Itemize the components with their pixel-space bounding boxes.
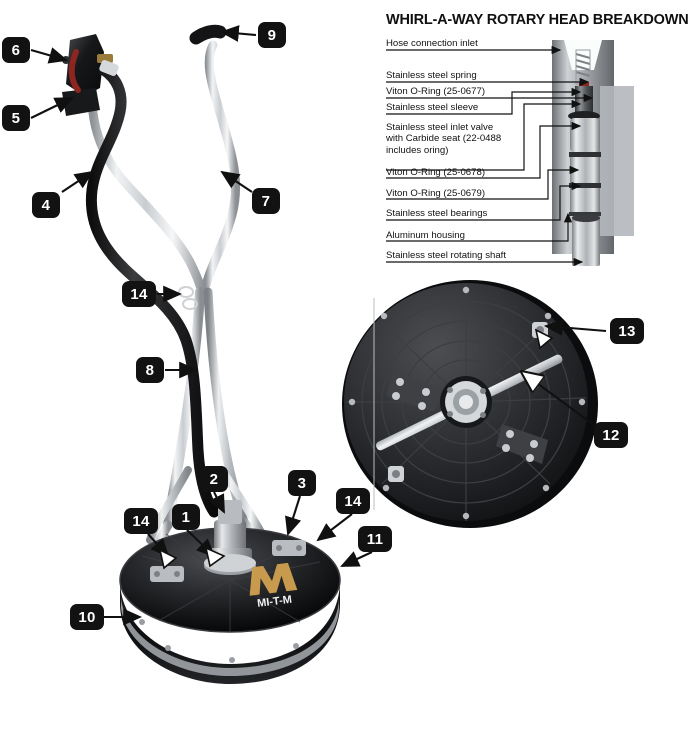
callout-13-14[interactable]: 13 bbox=[610, 318, 644, 344]
stainless-steel-spring bbox=[575, 53, 591, 77]
deck-housing: MI-T-M bbox=[119, 500, 341, 684]
callout-12-15[interactable]: 12 bbox=[594, 422, 628, 448]
leader-13 bbox=[543, 319, 607, 336]
panel-label-1: Stainless steel spring bbox=[386, 70, 477, 81]
leader-9 bbox=[219, 25, 257, 42]
panel-label-6: Viton O-Ring (25-0679) bbox=[386, 188, 486, 199]
rotating-disc-assembly bbox=[342, 280, 598, 528]
leader-7 bbox=[220, 170, 253, 193]
swivel-hub bbox=[204, 500, 256, 575]
nozzle-pad-right bbox=[496, 424, 548, 464]
panel-title: WHIRL-A-WAY ROTARY HEAD BREAKDOWN bbox=[386, 12, 689, 28]
logo-mark bbox=[249, 562, 298, 596]
hose-fitting-upper bbox=[99, 59, 119, 77]
panel-label-0: Hose connection inlet bbox=[386, 38, 478, 49]
gun-trigger bbox=[68, 49, 81, 93]
callout-2-7[interactable]: 2 bbox=[200, 466, 228, 492]
callout-10-13[interactable]: 10 bbox=[70, 604, 104, 630]
panel-label-9: Stainless steel rotating shaft bbox=[386, 250, 506, 261]
mi-t-m-logo: MI-T-M bbox=[249, 562, 298, 610]
viton-o-ring-25-0679 bbox=[569, 183, 601, 188]
nozzle-outer-lower bbox=[388, 466, 404, 482]
callout-11-12[interactable]: 11 bbox=[358, 526, 392, 552]
leader-12 bbox=[522, 372, 599, 429]
callout-14-5[interactable]: 14 bbox=[122, 281, 156, 307]
viton-o-ring-25-0678 bbox=[569, 152, 601, 157]
leader-6 bbox=[30, 47, 69, 64]
callout-7-4[interactable]: 7 bbox=[252, 188, 280, 214]
panel-label-5: Viton O-Ring (25-0678) bbox=[386, 167, 486, 178]
deck-bracket-right bbox=[272, 540, 306, 556]
logo-wordmark: MI-T-M bbox=[257, 594, 293, 610]
panel-leader-oring-0679 bbox=[386, 165, 580, 200]
deck-bracket-left bbox=[150, 566, 184, 582]
leader-11 bbox=[340, 551, 373, 567]
pointer-13 bbox=[534, 328, 554, 350]
disc-center-hub bbox=[440, 376, 492, 428]
whirl-a-way-machine-illustration: MI-T-M bbox=[57, 24, 341, 684]
handle-grip bbox=[189, 24, 227, 45]
leader-3 bbox=[285, 495, 302, 537]
panel-leader-sleeve bbox=[386, 87, 582, 115]
panel-leader-housing bbox=[386, 212, 573, 242]
rotary-head-cutaway-photo bbox=[552, 40, 634, 266]
callout-14-11[interactable]: 14 bbox=[336, 488, 370, 514]
panel-leader-bearings bbox=[386, 181, 582, 221]
callout-1-9[interactable]: 1 bbox=[172, 504, 200, 530]
nozzle-pad-left bbox=[386, 372, 442, 412]
callout-9-2[interactable]: 9 bbox=[258, 22, 286, 48]
panel-label-7: Stainless steel bearings bbox=[386, 208, 488, 219]
panel-leader-inlet-valve bbox=[386, 99, 582, 171]
callout-6-0[interactable]: 6 bbox=[2, 37, 30, 63]
leader-5 bbox=[30, 97, 74, 119]
panel-leader-oring-0678 bbox=[386, 121, 582, 179]
aluminum-housing-side bbox=[600, 86, 634, 236]
leader-4 bbox=[61, 170, 94, 193]
callout-4-3[interactable]: 4 bbox=[32, 192, 60, 218]
panel-label-3: Stainless steel sleeve bbox=[386, 102, 479, 113]
callout-5-1[interactable]: 5 bbox=[2, 105, 30, 131]
panel-label-4: Stainless steel inlet valve with Carbide… bbox=[386, 122, 502, 156]
pointer-1 bbox=[204, 546, 226, 568]
stainless-steel-bearings bbox=[570, 188, 600, 212]
pointer-14-left bbox=[158, 548, 178, 570]
callout-8-6[interactable]: 8 bbox=[136, 357, 164, 383]
rotary-head-breakdown-panel: WHIRL-A-WAY ROTARY HEAD BREAKDOWN Hose c… bbox=[386, 12, 689, 282]
handle-left-upright bbox=[87, 91, 209, 305]
callout-3-8[interactable]: 3 bbox=[288, 470, 316, 496]
panel-label-2: Viton O-Ring (25-0677) bbox=[386, 86, 486, 97]
callout-14-10[interactable]: 14 bbox=[124, 508, 158, 534]
stainless-steel-rotating-shaft bbox=[572, 216, 600, 266]
leader-14-right bbox=[316, 513, 353, 542]
high-pressure-hose bbox=[85, 64, 220, 518]
leader-2 bbox=[208, 491, 225, 514]
panel-label-8: Aluminum housing bbox=[386, 230, 465, 241]
